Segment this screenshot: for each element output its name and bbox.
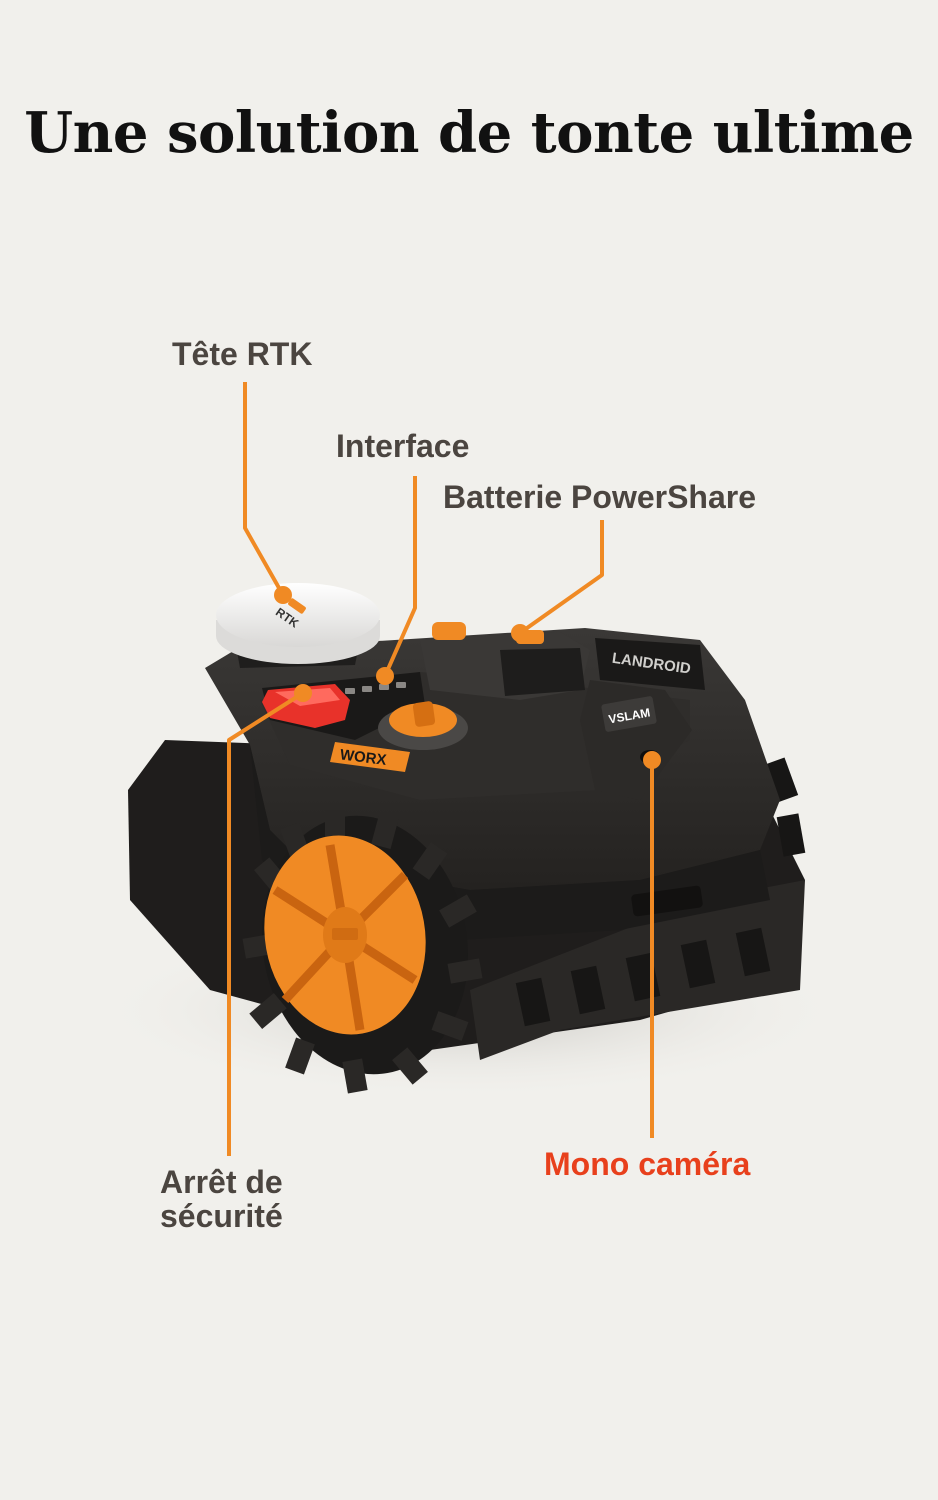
- rtk-cap-badge: [288, 598, 306, 614]
- callout-line-rtk: [243, 382, 285, 596]
- page-title: Une solution de tonte ultime: [24, 100, 914, 166]
- tread-teeth: [515, 757, 806, 1027]
- callout-dot-safety: [294, 684, 312, 702]
- callout-dot-interface: [376, 667, 394, 685]
- front-slot: [631, 885, 703, 917]
- rtk-dome: [216, 583, 380, 647]
- label-mono-camera: Mono caméra: [544, 1146, 751, 1182]
- callout-dots: [274, 586, 661, 769]
- callout-dot-rtk: [274, 586, 292, 604]
- label-interface: Interface: [336, 428, 470, 464]
- callout-line-interface: [383, 476, 417, 677]
- label-safety-line1: Arrêt de: [160, 1164, 283, 1200]
- label-battery: Batterie PowerShare: [443, 479, 757, 515]
- model-badge: [595, 638, 705, 690]
- callout-line-battery: [518, 520, 604, 635]
- callout-dot-camera: [643, 751, 661, 769]
- label-safety-line2: sécurité: [160, 1197, 283, 1234]
- callout-lines: [227, 382, 654, 1156]
- label-rtk-head: Tête RTK: [172, 336, 313, 372]
- interface-buttons: [345, 682, 406, 694]
- tyre-lugs: [242, 810, 483, 1094]
- callout-line-safety: [227, 691, 305, 1156]
- battery-cover: [500, 648, 585, 696]
- callout-dot-battery: [511, 624, 529, 642]
- height-knob-grip: [412, 701, 436, 727]
- label-safety-stop: Arrêt de sécurité: [160, 1164, 360, 1234]
- camera-label: [601, 696, 657, 732]
- battery-latch: [432, 622, 466, 640]
- wheel-hub-label: [332, 928, 358, 940]
- brand-text: WORX: [339, 746, 387, 769]
- brand-plate: [330, 742, 410, 772]
